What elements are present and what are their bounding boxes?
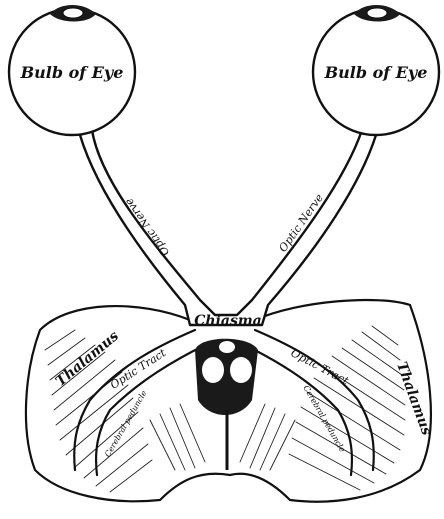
label-chiasma: Chiasma <box>194 313 261 329</box>
optic-nerves <box>80 130 376 325</box>
label-bulb-right: Bulb of Eye <box>324 63 428 82</box>
label-bulb-left: Bulb of Eye <box>20 63 124 82</box>
